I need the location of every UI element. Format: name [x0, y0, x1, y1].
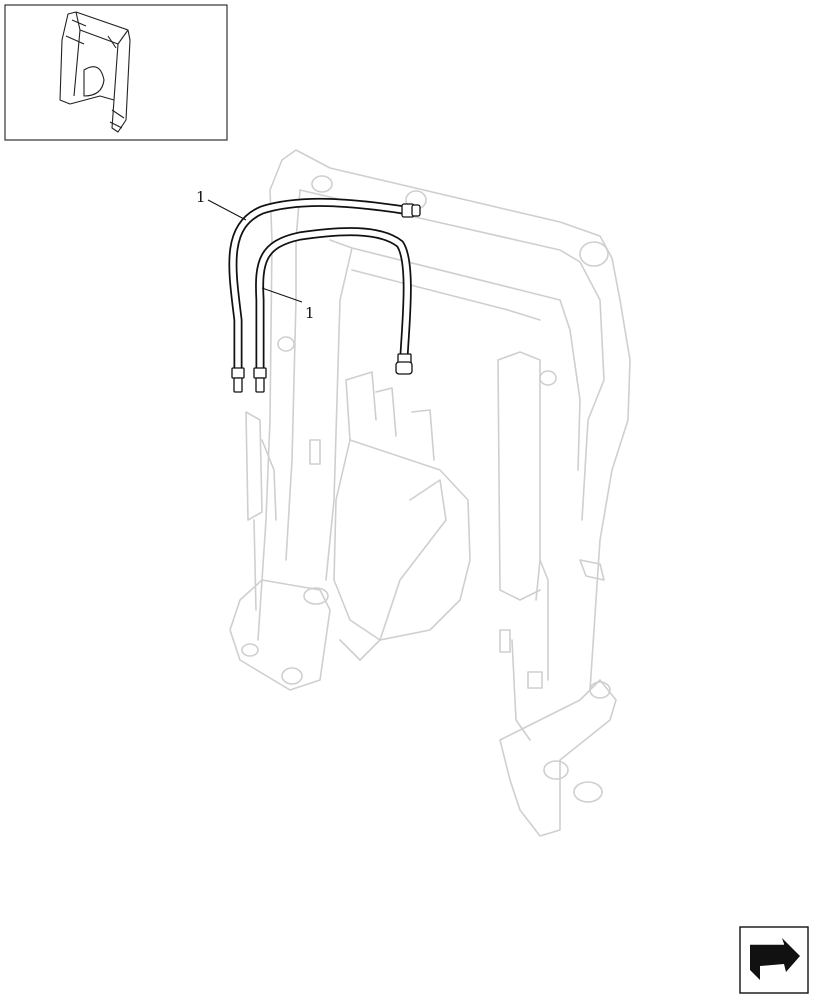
- hydraulic-hose-b: [253, 227, 413, 393]
- hydraulic-hose-a: [228, 197, 421, 393]
- thumbnail-frame: [4, 4, 228, 141]
- callout-leader: [261, 287, 303, 303]
- hose-end-fitting: [253, 367, 267, 379]
- callout-label: 1: [196, 188, 206, 206]
- boom-thumbnail-icon: [59, 11, 131, 133]
- callout-label: 1: [305, 304, 315, 322]
- boom-assembly-ghost: [229, 149, 631, 837]
- callout-leader: [207, 199, 247, 221]
- direction-arrow-icon: [739, 926, 809, 994]
- hose-end-fitting: [231, 367, 245, 379]
